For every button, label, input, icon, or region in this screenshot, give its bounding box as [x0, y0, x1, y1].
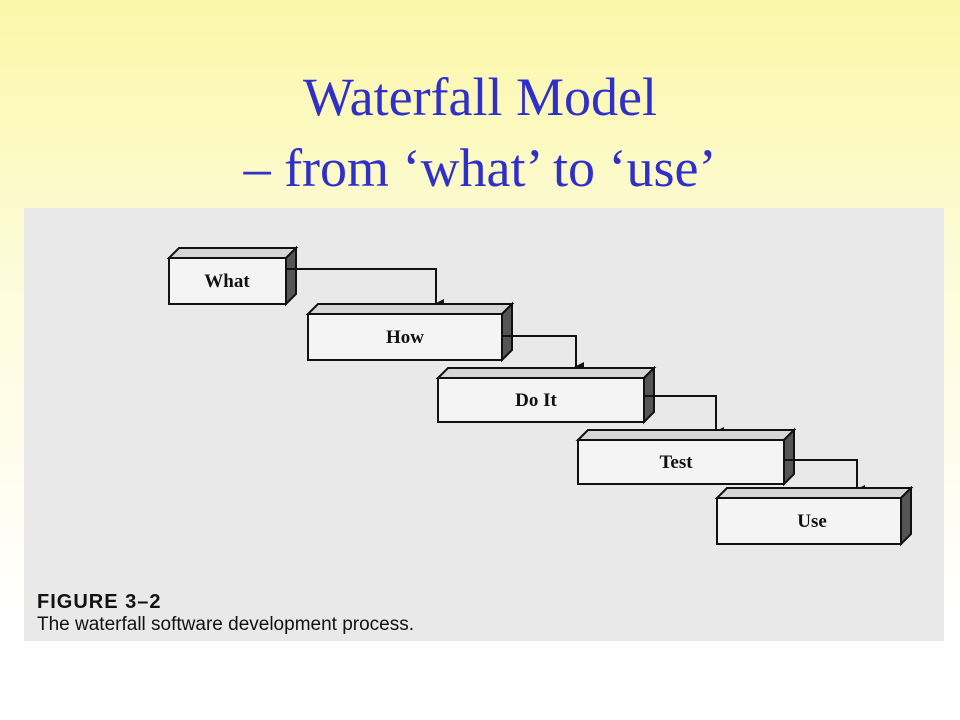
waterfall-diagram: What How Do It Test — [166, 245, 914, 547]
step-label-what: What — [204, 271, 250, 292]
arrow-how-to-doit — [502, 335, 584, 372]
waterfall-figure: What How Do It Test — [24, 208, 944, 641]
slide-title-line1: Waterfall Model — [302, 67, 657, 127]
arrow-doit-to-test — [644, 395, 724, 437]
arrow-what-to-how — [286, 268, 444, 309]
step-label-test: Test — [659, 452, 693, 473]
step-label-use: Use — [797, 511, 827, 532]
step-box-test: Test — [575, 427, 797, 487]
step-box-how: How — [305, 301, 515, 363]
arrow-test-to-use — [784, 459, 865, 495]
step-box-use: Use — [714, 485, 914, 547]
step-label-how: How — [386, 327, 424, 348]
step-box-what: What — [166, 245, 299, 307]
slide-title-line2: – from ‘what’ to ‘use’ — [243, 138, 717, 198]
step-label-doit: Do It — [515, 390, 557, 411]
step-box-doit: Do It — [435, 365, 657, 425]
figure-caption: The waterfall software development proce… — [37, 614, 415, 635]
figure-number: FIGURE 3–2 — [37, 591, 162, 613]
